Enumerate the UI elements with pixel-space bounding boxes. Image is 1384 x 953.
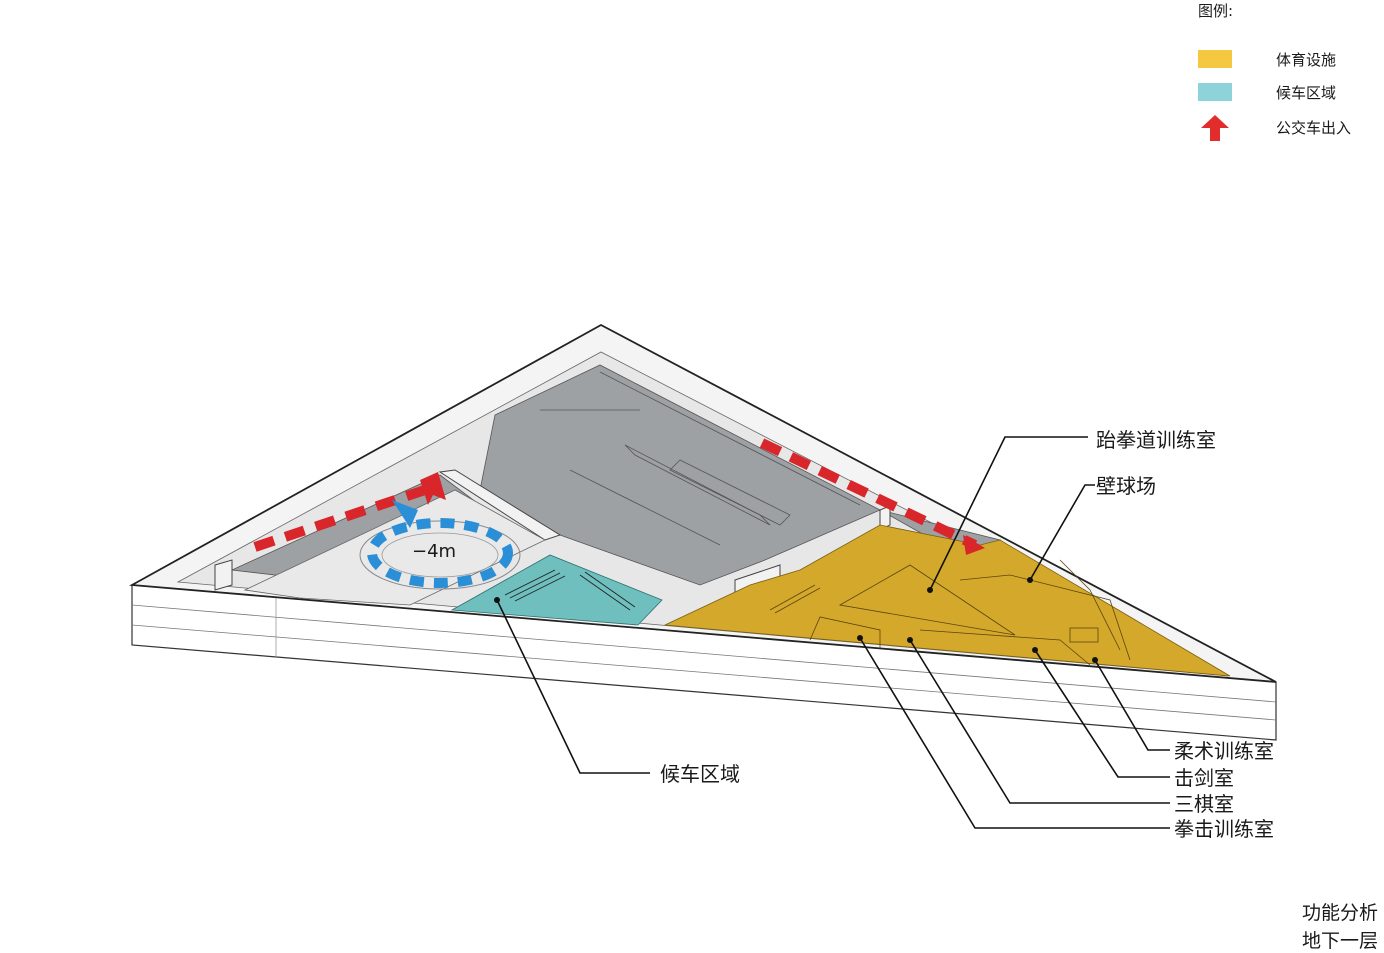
callout-boxing: 拳击训练室 xyxy=(1174,817,1274,841)
legend-title: 图例: xyxy=(1198,2,1234,20)
callout-fencing: 击剑室 xyxy=(1174,766,1234,790)
sports-swatch xyxy=(1198,50,1232,68)
bus-arrow-icon xyxy=(1198,115,1232,141)
legend-label: 体育设施 xyxy=(1276,51,1337,69)
bus-entry-arrow xyxy=(420,472,446,505)
callout-squash: 壁球场 xyxy=(1096,474,1156,498)
bus-exit-arrow xyxy=(963,535,985,555)
waiting-stairs xyxy=(504,569,636,611)
ramp-arrow xyxy=(392,500,418,528)
level-marker: −4m xyxy=(412,541,457,562)
callout-jujutsu: 柔术训练室 xyxy=(1174,739,1274,763)
waiting-area xyxy=(450,554,663,626)
leader-dots xyxy=(494,577,1098,663)
callout-taekwondo: 跆拳道训练室 xyxy=(1096,428,1216,452)
leader-lines xyxy=(496,436,1170,829)
legend-item-waiting: 候车区域 xyxy=(1198,81,1336,103)
legend-label: 候车区域 xyxy=(1276,84,1337,102)
caption-title: 功能分析 xyxy=(1301,902,1378,924)
waiting-swatch xyxy=(1198,83,1232,101)
caption-subtitle: 地下一层 xyxy=(1301,930,1378,952)
legend-item-bus: 公交车出入 xyxy=(1198,115,1351,141)
sports-area xyxy=(663,524,1231,677)
ramp-area xyxy=(243,489,546,606)
callout-waiting: 候车区域 xyxy=(660,762,740,786)
ramp-circulation xyxy=(367,500,513,588)
bus-route xyxy=(253,438,985,555)
legend-label: 公交车出入 xyxy=(1276,119,1352,137)
legend-item-sports: 体育设施 xyxy=(1198,48,1336,70)
callout-chess: 三棋室 xyxy=(1174,792,1234,816)
sports-room-outlines xyxy=(769,559,1131,666)
